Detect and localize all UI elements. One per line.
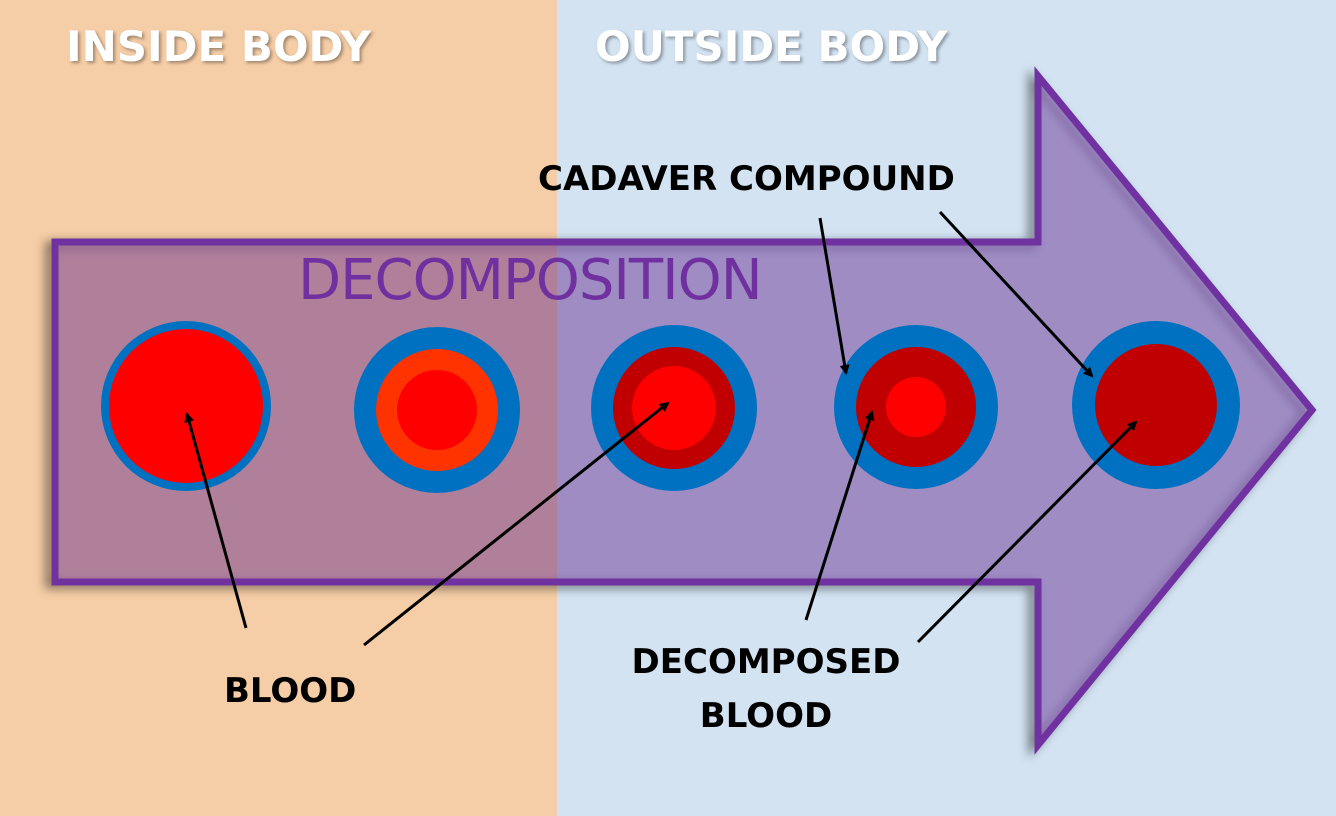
cadaver-pointer-1 <box>818 217 850 375</box>
blood-pointer-1 <box>184 412 248 629</box>
blood-label: BLOOD <box>224 671 357 711</box>
blood-cell-4 <box>834 325 998 489</box>
decomposed-blood-label: DECOMPOSED BLOOD <box>620 635 912 744</box>
blood-cell-5 <box>1072 321 1240 489</box>
outside-body-title: OUTSIDE BODY <box>595 22 948 71</box>
inside-body-title: INSIDE BODY <box>66 22 371 71</box>
blood-cell-1 <box>101 321 271 491</box>
decomposed-blood-label-line1: DECOMPOSED <box>631 642 901 682</box>
cadaver-pointer-2 <box>938 210 1094 378</box>
blood-pointer-2 <box>363 401 670 647</box>
decomposition-label: DECOMPOSITION <box>298 248 763 313</box>
blood-cell-2 <box>354 327 520 493</box>
decomposed-pointer-2 <box>916 420 1138 644</box>
cadaver-compound-label: CADAVER COMPOUND <box>538 159 955 199</box>
decomposed-pointer-1 <box>804 410 875 621</box>
decomposed-blood-label-line2: BLOOD <box>699 696 833 737</box>
blood-cell-3 <box>591 325 757 491</box>
